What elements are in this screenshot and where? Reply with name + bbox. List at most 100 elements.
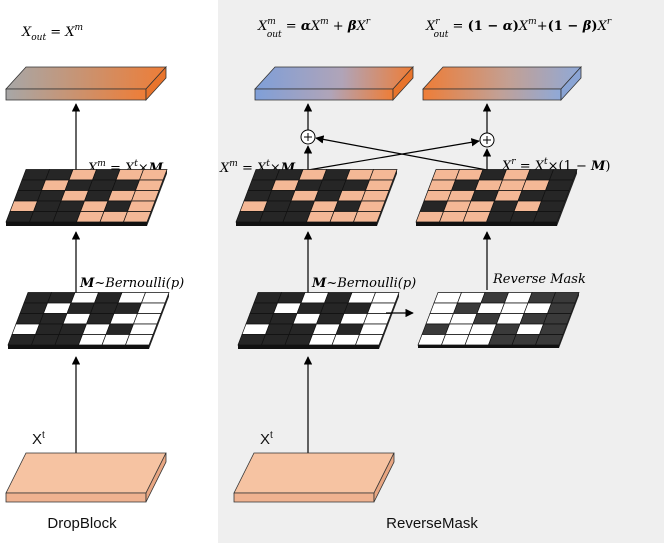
reversemask-input-label: Xt bbox=[260, 430, 273, 448]
rm-masked-left-cell bbox=[317, 179, 347, 191]
reversemask-mask-grid bbox=[237, 292, 400, 349]
db-masked-cell bbox=[126, 200, 156, 212]
reversemask-masked-right-grid bbox=[415, 169, 578, 226]
db-masked-cell bbox=[79, 200, 109, 212]
db-mask-cell bbox=[38, 313, 68, 325]
rm-masked-left-cell bbox=[251, 169, 281, 181]
rm-masked-right-cell bbox=[489, 200, 519, 212]
rm-reverse-cell bbox=[468, 323, 498, 335]
rm-masked-right-edge bbox=[416, 222, 557, 226]
db-mask-cell bbox=[89, 302, 119, 314]
db-mask-cell bbox=[62, 313, 92, 325]
reverse-mask-grid bbox=[417, 292, 580, 348]
rm-reverse-cell bbox=[495, 313, 525, 325]
db-mask-cell bbox=[101, 334, 131, 346]
db-mask-cell bbox=[23, 292, 53, 304]
db-mask-cell bbox=[124, 334, 154, 346]
db-mask-cell bbox=[132, 313, 162, 325]
rm-mask-cell bbox=[311, 323, 341, 335]
rm-mask-cell bbox=[260, 334, 290, 346]
plus-node-left bbox=[300, 129, 316, 145]
plus-node-right bbox=[479, 132, 495, 148]
db-mask-cell bbox=[7, 334, 37, 346]
db-mask-edge bbox=[8, 345, 149, 349]
rm-reverse-cell bbox=[429, 302, 459, 314]
rm-masked-right-cell bbox=[517, 190, 547, 202]
db-mask-cell bbox=[19, 302, 49, 314]
rm-masked-right-cell bbox=[521, 179, 551, 191]
db-masked-cell bbox=[103, 200, 133, 212]
db-masked-cell bbox=[134, 179, 164, 191]
rm-mask-cell bbox=[272, 302, 302, 314]
rm-reverse-cell bbox=[503, 292, 533, 304]
rm-reverse-cell bbox=[499, 302, 529, 314]
rm-mask-cell bbox=[335, 323, 365, 335]
rm-masked-right-side bbox=[557, 169, 577, 226]
db-masked-cell bbox=[60, 190, 90, 202]
rm-masked-left-cell bbox=[290, 190, 320, 202]
rm-mask-edge bbox=[238, 345, 379, 349]
rm-mask-cell bbox=[253, 292, 283, 304]
rm-reverse-cell bbox=[417, 334, 447, 346]
rm-masked-right-cell bbox=[454, 169, 484, 181]
db-masked-cell bbox=[107, 190, 137, 202]
rm-reverse-cell bbox=[538, 323, 568, 335]
db-masked-cell bbox=[83, 190, 113, 202]
rm-masked-left-cell bbox=[352, 211, 382, 223]
rm-mask-cell bbox=[237, 334, 267, 346]
db-mask-cell bbox=[30, 334, 60, 346]
dropblock-input-slab bbox=[5, 452, 167, 503]
dropblock-caption: DropBlock bbox=[47, 515, 117, 532]
db-mask-cell bbox=[136, 302, 166, 314]
rm-reverse-cell bbox=[534, 334, 564, 346]
rm-masked-left-cell bbox=[243, 190, 273, 202]
rm-masked-left-cell bbox=[309, 200, 339, 212]
rm-masked-left-cell bbox=[266, 190, 296, 202]
rm-mask-cell bbox=[354, 334, 384, 346]
rm-masked-left-cell bbox=[341, 179, 371, 191]
rm-masked-left-cell bbox=[305, 211, 335, 223]
rm-mask-cell bbox=[264, 323, 294, 335]
rm-reverse-cell bbox=[440, 334, 470, 346]
rm-masked-left-cell bbox=[286, 200, 316, 212]
rm-masked-right-cell bbox=[525, 169, 555, 181]
rm-masked-left-cell bbox=[239, 200, 269, 212]
rm-masked-right-cell bbox=[450, 179, 480, 191]
rm-reverse-cell bbox=[542, 313, 572, 325]
rm-masked-right-cell bbox=[493, 190, 523, 202]
rm-masked-left-edge bbox=[236, 222, 377, 226]
db-masked-cell bbox=[56, 200, 86, 212]
rm-masked-right-cell bbox=[509, 211, 539, 223]
db-masked-cell bbox=[99, 211, 129, 223]
reversemask-caption: ReverseMask bbox=[386, 515, 478, 532]
rm-masked-left-cell bbox=[337, 190, 367, 202]
rm-mask-cell bbox=[307, 334, 337, 346]
db-mask-cell bbox=[46, 292, 76, 304]
rm-masked-right-cell bbox=[532, 211, 562, 223]
rm-mask-cell bbox=[343, 302, 373, 314]
rm-mask-cell bbox=[331, 334, 361, 346]
rm-mask-cell bbox=[288, 323, 318, 335]
rm-reverse-cell bbox=[425, 313, 455, 325]
rm-reverse-cell bbox=[472, 313, 502, 325]
rm-reverse-cell bbox=[464, 334, 494, 346]
db-mask-cell bbox=[109, 313, 139, 325]
rm-reverse-cell bbox=[456, 292, 486, 304]
dropblock-input-label: Xt bbox=[32, 430, 45, 448]
rm-reverse-cell bbox=[476, 302, 506, 314]
rm-reverse-cell bbox=[550, 292, 580, 304]
db-masked-cell bbox=[68, 169, 98, 181]
rm-masked-right-cell bbox=[501, 169, 531, 181]
db-mask-cell bbox=[81, 323, 111, 335]
rm-reverse-cell bbox=[452, 302, 482, 314]
rm-reverse-cell bbox=[421, 323, 451, 335]
rm-masked-right-cell bbox=[497, 179, 527, 191]
rm-masked-left-cell bbox=[368, 169, 398, 181]
db-masked-cell bbox=[87, 179, 117, 191]
rm-mask-cell bbox=[245, 313, 275, 325]
db-masked-cell bbox=[21, 169, 51, 181]
db-masked-cell bbox=[32, 200, 62, 212]
rm-reverse-cell bbox=[444, 323, 474, 335]
rm-masked-left-cell bbox=[321, 169, 351, 181]
